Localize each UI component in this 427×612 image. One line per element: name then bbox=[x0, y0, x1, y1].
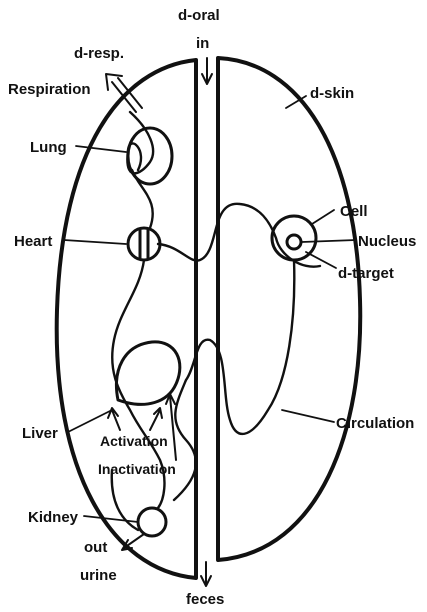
heart bbox=[128, 228, 160, 260]
label-lung: Lung bbox=[30, 139, 67, 156]
heart-leader bbox=[64, 240, 126, 244]
lung-loop bbox=[127, 112, 153, 173]
nucleus bbox=[287, 235, 301, 249]
nucleus-leader bbox=[302, 240, 356, 242]
label-inactivation: Inactivation bbox=[98, 461, 176, 477]
label-urine: urine bbox=[80, 567, 117, 584]
label-d-skin: d-skin bbox=[310, 85, 354, 102]
label-d-target: d-target bbox=[338, 265, 394, 282]
liver-leader bbox=[68, 410, 112, 432]
circulation-leader bbox=[282, 410, 334, 422]
label-circulation: Circulation bbox=[336, 415, 414, 432]
label-liver: Liver bbox=[22, 425, 58, 442]
activation-arrow-2 bbox=[150, 408, 162, 430]
label-in: in bbox=[196, 35, 209, 52]
label-heart: Heart bbox=[14, 233, 52, 250]
label-kidney: Kidney bbox=[28, 509, 79, 526]
label-d-oral: d-oral bbox=[178, 7, 220, 24]
label-d-resp: d-resp. bbox=[74, 45, 124, 62]
lung-leader bbox=[76, 146, 126, 152]
cell-leader bbox=[312, 210, 334, 224]
label-cell: Cell bbox=[340, 203, 368, 220]
label-activation: Activation bbox=[100, 433, 168, 449]
urine-out-arrow bbox=[122, 534, 144, 550]
kidney-leader bbox=[84, 516, 138, 522]
label-out: out bbox=[84, 539, 107, 556]
respiration-arrowhead bbox=[106, 74, 122, 90]
label-respiration: Respiration bbox=[8, 81, 91, 98]
kidney bbox=[138, 508, 166, 536]
body-right-lobe bbox=[218, 58, 360, 560]
label-nucleus: Nucleus bbox=[358, 233, 416, 250]
activation-arrow-3 bbox=[166, 394, 176, 460]
label-feces: feces bbox=[186, 591, 224, 608]
